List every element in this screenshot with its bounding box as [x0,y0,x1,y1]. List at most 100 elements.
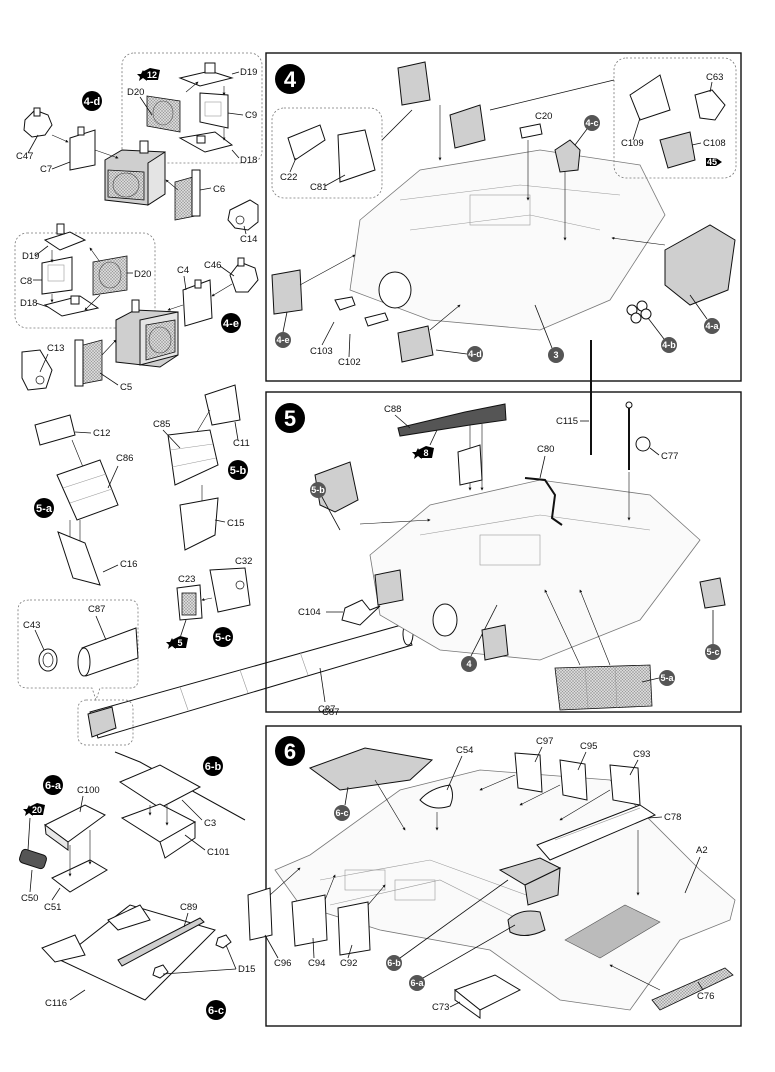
svg-text:A2: A2 [696,845,708,856]
subassembly-4d: 4-d 12 D20 D19 C9 D18 [16,52,263,245]
part-d20 [92,255,128,296]
svg-text:C87: C87 [88,604,105,615]
part-c47 [23,107,53,138]
svg-text:C89: C89 [180,902,197,913]
step-6-panel: 6 6-c C54 C97 C95 C93 [247,725,742,1027]
part-4e-ref [271,269,303,315]
step-number-5: 5 [275,403,305,433]
paint-marker-8: 8 [412,446,434,459]
part-c95 [559,759,588,801]
badge-4d: 4-d [82,91,102,111]
badge-6c: 6-c [206,1000,226,1020]
svg-text:D18: D18 [20,298,37,309]
part-c77 [625,401,651,470]
part-c87-end [81,627,139,677]
part-c46 [229,257,259,293]
part-c103 [334,296,356,311]
svg-text:C51: C51 [44,902,61,913]
svg-text:D15: D15 [238,964,255,975]
svg-text:4-c: 4-c [585,118,598,128]
part-c76 [651,967,734,1011]
svg-text:C9: C9 [245,110,257,121]
svg-text:C32: C32 [235,556,252,567]
svg-text:C80: C80 [537,444,554,455]
svg-text:D20: D20 [127,87,144,98]
part-6a-ref [507,910,546,936]
part-c63 [694,89,726,121]
subassembly-5c: C32 C23 5 5-c [166,556,252,649]
svg-text:C46: C46 [204,260,221,271]
svg-text:C63: C63 [706,72,723,83]
ref-4c: 4-c [584,115,600,131]
svg-text:C11: C11 [233,438,250,449]
part-c9 [199,92,229,129]
part-c22 [287,124,326,161]
svg-text:C103: C103 [310,346,333,357]
svg-text:C116: C116 [45,998,67,1009]
svg-text:5-a: 5-a [660,673,674,683]
svg-text:C108: C108 [703,138,726,149]
paint-marker-5: 5 [166,636,188,649]
ref-5a: 5-a [659,670,675,686]
svg-text:C88: C88 [384,404,401,415]
part-c85 [167,429,219,486]
part-c81 [337,129,376,183]
paint-marker-12: 12 [137,68,160,81]
part-c97 [514,752,543,793]
svg-text:D19: D19 [240,67,257,78]
callout-box [271,107,383,199]
svg-text:6-c: 6-c [208,1005,224,1017]
barrel-assembly: C43 C87 C87 [17,599,414,746]
part-6c-ref [308,747,434,791]
svg-text:C95: C95 [580,741,597,752]
turret-body [369,479,701,661]
svg-text:4-d: 4-d [84,96,101,108]
part-5a-ref [554,664,653,711]
callout-box [613,57,737,179]
ref-4: 4 [461,656,477,672]
part-d15 [152,964,169,979]
part-c50 [19,848,47,870]
part-c11 [204,384,241,426]
ref-4e: 4-e [275,332,291,348]
svg-text:6-a: 6-a [410,978,424,988]
part-c92 [337,901,371,956]
part-c88 [397,403,507,437]
part-4e-housing [115,299,179,368]
part-d18 [178,131,234,153]
ref-3: 3 [548,347,564,363]
svg-text:C93: C93 [633,749,650,760]
part-c14 [227,199,259,231]
part-c7 [69,129,96,171]
step-5-panel: 5 C88 8 C115 C80 C77 [265,391,742,718]
paint-marker-45: 45 [706,157,722,167]
svg-text:C78: C78 [664,812,681,823]
svg-text:5: 5 [177,638,182,648]
svg-text:C109: C109 [621,138,644,149]
step-4-panel: 4 C22 C81 C20 4-c C109 [265,52,742,382]
ref-4a: 4-a [704,318,720,334]
svg-text:5-c: 5-c [706,647,719,657]
svg-text:C96: C96 [274,958,291,969]
svg-text:6: 6 [284,739,296,764]
badge-5a: 5-a [34,498,54,518]
part-c15 [179,497,219,551]
part-d19 [178,70,234,87]
part-c43 [38,648,58,672]
subassembly-5b: C11 C85 5-b C15 [153,384,250,551]
svg-text:6-c: 6-c [335,808,348,818]
part-c20 [519,123,543,139]
svg-text:C14: C14 [240,234,257,245]
ref-4b: 4-b [661,337,677,353]
callout-box [121,52,263,164]
svg-text:C12: C12 [93,428,110,439]
subassembly-5a: C12 C86 5-a C16 [34,414,137,586]
svg-text:4-e: 4-e [276,335,289,345]
step-frame [265,52,742,382]
svg-text:C92: C92 [340,958,357,969]
part-c8 [41,256,73,295]
svg-text:5-c: 5-c [215,632,231,644]
part-c32 [209,567,251,613]
svg-text:C115: C115 [556,416,578,427]
